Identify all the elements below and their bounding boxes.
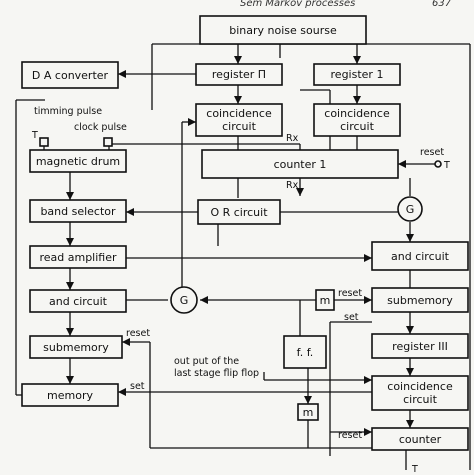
timing-pulse-terminal xyxy=(39,137,49,147)
coincidence-1-label-line1: coincidence xyxy=(324,107,390,120)
rx-label-lower: Rx xyxy=(286,180,299,191)
block-m-lower: m xyxy=(297,403,319,421)
counter-1-reset-label: reset xyxy=(420,147,444,158)
page-number: 637 xyxy=(432,0,452,9)
block-da-converter: D A converter xyxy=(21,61,119,89)
block-submemory-left: submemory xyxy=(29,335,123,359)
band-selector-label: band selector xyxy=(40,205,116,218)
block-or-circuit: O R circuit xyxy=(197,199,281,225)
block-and-circuit-right: and circuit xyxy=(371,241,469,271)
counter-1-label: counter 1 xyxy=(274,158,327,171)
gate-upper-label: G xyxy=(406,203,415,216)
read-amplifier-label: read amplifier xyxy=(39,251,117,264)
block-and-circuit-left: and circuit xyxy=(29,289,127,313)
coincidence-2-label-line2: circuit xyxy=(222,120,256,133)
and-circuit-right-label: and circuit xyxy=(391,250,450,263)
block-coincidence-circuit-3: coincidence circuit xyxy=(371,375,469,411)
magnetic-drum-label: magnetic drum xyxy=(36,155,120,168)
gate-middle-label: G xyxy=(180,294,189,307)
clock-pulse-label: clock pulse xyxy=(74,122,127,133)
counter-1-reset-terminal xyxy=(434,160,442,168)
t-input-label-right: T xyxy=(443,160,450,171)
register-2-label: register Π xyxy=(212,68,266,81)
t-input-label-left: T xyxy=(31,130,38,141)
block-register-1: register 1 xyxy=(313,63,401,86)
submemory-right-label: submemory xyxy=(387,294,453,307)
running-title: Sem Markov processes xyxy=(240,0,355,9)
arrowheads xyxy=(66,56,414,436)
da-converter-label: D A converter xyxy=(32,69,109,82)
clock-pulse-terminal xyxy=(103,137,113,147)
ff-output-label-line2: last stage flip flop xyxy=(174,368,259,379)
block-band-selector: band selector xyxy=(29,199,127,223)
coincidence-1-label-line2: circuit xyxy=(340,120,374,133)
timing-pulse-label: timming pulse xyxy=(34,106,102,117)
rx-label-upper: Rx xyxy=(286,133,299,144)
block-magnetic-drum: magnetic drum xyxy=(29,149,127,173)
block-counter-1: counter 1 xyxy=(201,149,399,179)
counter-bottom-label: counter xyxy=(399,433,442,446)
block-memory: memory xyxy=(21,383,119,407)
block-m-upper: m xyxy=(315,289,335,311)
m-lower-label: m xyxy=(303,406,314,419)
ff-output-label-line1: out put of the xyxy=(174,356,239,367)
block-counter-bottom: counter xyxy=(371,427,469,451)
gate-middle: G xyxy=(170,286,198,314)
counter-reset-label: reset xyxy=(338,430,362,441)
block-coincidence-circuit-2: coincidence circuit xyxy=(195,103,283,137)
gate-upper: G xyxy=(397,196,423,222)
memory-label: memory xyxy=(47,389,93,402)
register-3-set-label: set xyxy=(344,312,359,323)
block-coincidence-circuit-1: coincidence circuit xyxy=(313,103,401,137)
coincidence-3-label-line2: circuit xyxy=(403,393,437,406)
block-register-2: register Π xyxy=(195,63,283,86)
block-read-amplifier: read amplifier xyxy=(29,245,127,269)
t-input-label-bottom: T xyxy=(411,464,418,475)
noise-source-label: binary noise sourse xyxy=(229,24,337,37)
flip-flop-label: f. f. xyxy=(297,346,314,359)
register-3-label: register III xyxy=(392,340,448,353)
coincidence-2-label-line1: coincidence xyxy=(206,107,272,120)
submemory-reset-label: reset xyxy=(338,288,362,299)
register-1-label: register 1 xyxy=(331,68,384,81)
submemory-left-label: submemory xyxy=(43,341,109,354)
block-submemory-right: submemory xyxy=(371,287,469,313)
or-circuit-label: O R circuit xyxy=(210,206,268,219)
m-upper-label: m xyxy=(320,294,331,307)
submemory-left-reset-label: reset xyxy=(126,328,150,339)
memory-set-label: set xyxy=(130,381,145,392)
block-flip-flop: f. f. xyxy=(283,335,327,369)
block-register-3: register III xyxy=(371,333,469,359)
block-binary-noise-source: binary noise sourse xyxy=(199,15,367,45)
coincidence-3-label-line1: coincidence xyxy=(387,380,453,393)
and-circuit-left-label: and circuit xyxy=(49,295,108,308)
